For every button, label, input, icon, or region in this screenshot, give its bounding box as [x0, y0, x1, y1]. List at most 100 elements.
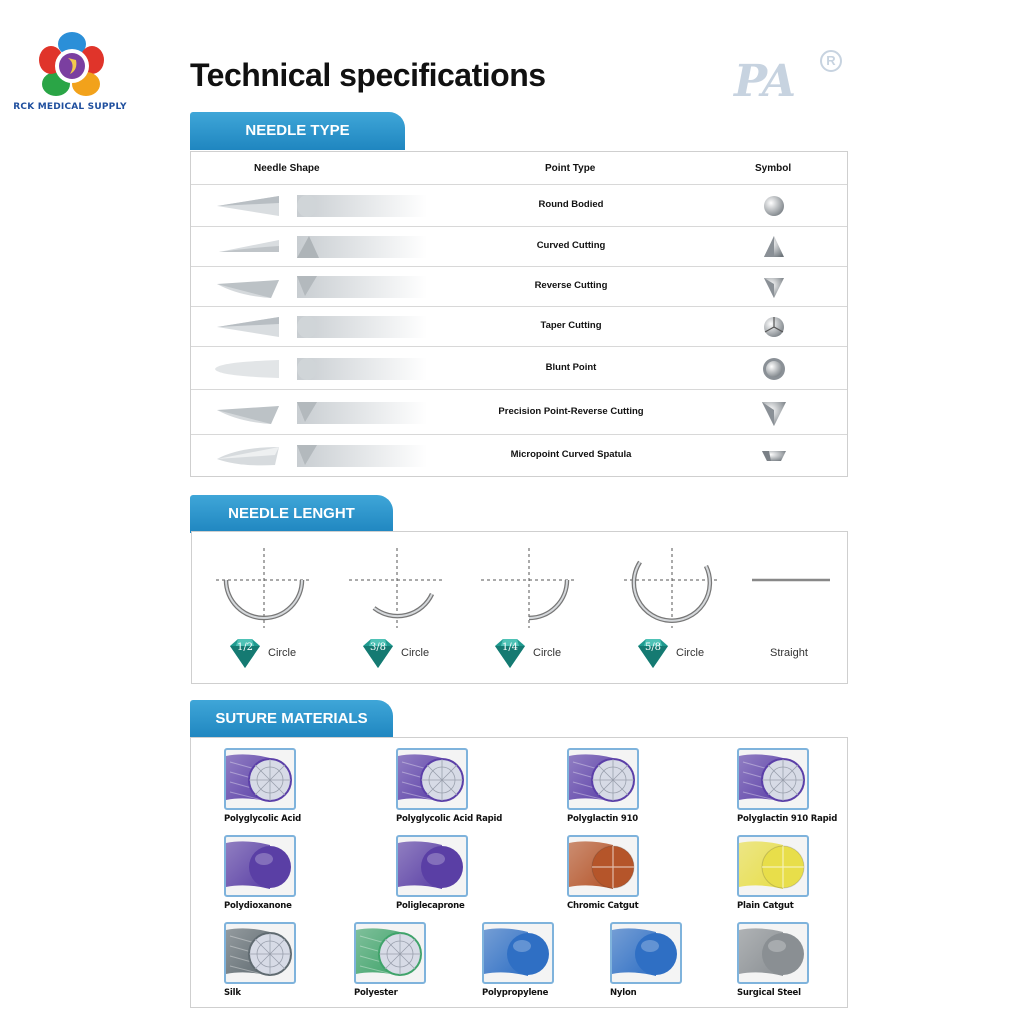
suture-material-item: Nylon	[610, 922, 750, 1002]
suture-material-name: Polydioxanone	[224, 901, 292, 911]
needle-curve-diagram	[349, 548, 443, 628]
table-row: Curved Cutting	[191, 227, 847, 267]
brand-mark: PA	[734, 56, 796, 107]
gem-badge-icon	[495, 639, 525, 668]
suture-thread-image	[354, 922, 426, 984]
suture-material-item: Polyglactin 910	[567, 748, 707, 828]
needle-length-label: Straight	[770, 647, 808, 659]
gem-badge-icon	[230, 639, 260, 668]
suture-material-item: Polyglycolic Acid Rapid	[396, 748, 536, 828]
needle-curve-diagram	[752, 578, 830, 582]
needle-shape-icon	[217, 195, 427, 217]
needle-length-label: Circle	[533, 647, 562, 659]
fraction-label: 3/8	[369, 642, 387, 653]
triangle-up-icon	[764, 236, 784, 257]
point-type-label: Blunt Point	[545, 361, 597, 373]
logo-text: RCK MEDICAL SUPPLY	[13, 102, 127, 112]
header-needle-shape: Needle Shape	[254, 163, 320, 174]
suture-material-item: Chromic Catgut	[567, 835, 707, 915]
suture-material-name: Polyglactin 910 Rapid	[737, 814, 838, 824]
suture-material-name: Polyglactin 910	[567, 814, 639, 824]
spatula-icon	[762, 451, 786, 461]
suture-materials-panel: Polyglycolic Acid Polyglycolic Acid Rapid…	[190, 737, 848, 1008]
fraction-label: 5/8	[644, 642, 662, 653]
triangle-down-large-icon	[762, 401, 786, 426]
table-row: Round Bodied	[191, 185, 847, 227]
needle-length-item: 5/8 Circle	[622, 532, 742, 685]
needle-shape-icon	[217, 316, 427, 338]
table-row: Micropoint Curved Spatula	[191, 435, 847, 477]
suture-material-name: Plain Catgut	[737, 901, 794, 911]
suture-thread-image	[737, 835, 809, 897]
table-row: Reverse Cutting	[191, 267, 847, 307]
needle-type-table: Needle Shape Point Type Symbol Round Bod…	[190, 151, 848, 477]
table-row: Taper Cutting	[191, 307, 847, 347]
suture-material-item: Polyester	[354, 922, 494, 1002]
suture-material-name: Poliglecaprone	[396, 901, 465, 911]
header-point-type: Point Type	[545, 163, 596, 174]
suture-material-item: Polyglycolic Acid	[224, 748, 364, 828]
suture-material-item: Polypropylene	[482, 922, 622, 1002]
point-type-label: Reverse Cutting	[534, 280, 608, 291]
suture-thread-image	[224, 922, 296, 984]
suture-material-name: Chromic Catgut	[567, 901, 639, 911]
suture-material-item: Polydioxanone	[224, 835, 364, 915]
triangle-down-icon	[764, 278, 784, 298]
needle-shape-icon	[217, 401, 427, 424]
needle-type-tab: NEEDLE TYPE	[190, 112, 405, 150]
needle-curve-diagram	[216, 548, 310, 628]
suture-thread-image	[482, 922, 554, 984]
suture-material-item: Poliglecaprone	[396, 835, 536, 915]
suture-thread-image	[737, 922, 809, 984]
suture-material-name: Nylon	[610, 988, 637, 998]
fraction-label: 1/4	[501, 642, 519, 653]
suture-material-name: Polypropylene	[482, 988, 549, 998]
suture-materials-tab: SUTURE MATERIALS	[190, 700, 393, 738]
suture-material-item: Surgical Steel	[737, 922, 877, 1002]
needle-curve-diagram	[624, 548, 718, 628]
circle-icon	[763, 357, 785, 380]
company-logo: RCK MEDICAL SUPPLY	[8, 30, 132, 116]
suture-thread-image	[396, 835, 468, 897]
suture-material-name: Surgical Steel	[737, 988, 801, 998]
logo-flower-icon	[39, 32, 104, 96]
needle-shape-icon	[219, 236, 427, 258]
gem-badge-icon	[363, 639, 393, 668]
table-row: Precision Point-Reverse Cutting	[191, 390, 847, 435]
suture-thread-image	[610, 922, 682, 984]
needle-shape-icon	[217, 445, 427, 467]
point-type-label: Curved Cutting	[536, 240, 606, 251]
suture-thread-image	[737, 748, 809, 810]
header-symbol: Symbol	[755, 163, 792, 174]
needle-length-tab: NEEDLE LENGHT	[190, 495, 393, 533]
registered-mark: R	[820, 50, 842, 72]
needle-length-label: Circle	[401, 647, 430, 659]
point-type-label: Micropoint Curved Spatula	[510, 449, 632, 460]
suture-material-item: Silk	[224, 922, 364, 1002]
suture-thread-image	[567, 835, 639, 897]
suture-material-item: Plain Catgut	[737, 835, 877, 915]
brand-logo: PA R	[734, 50, 846, 110]
needle-length-item: Straight	[752, 532, 872, 685]
needle-length-item: 1/4 Circle	[479, 532, 599, 685]
needle-shape-icon	[215, 357, 427, 380]
suture-thread-image	[224, 748, 296, 810]
suture-thread-image	[224, 835, 296, 897]
suture-material-item: Polyglactin 910 Rapid	[737, 748, 877, 828]
page-title: Technical specifications	[190, 57, 546, 93]
suture-thread-image	[567, 748, 639, 810]
table-row: Blunt Point	[191, 347, 847, 390]
suture-material-name: Polyglycolic Acid	[224, 814, 301, 824]
suture-material-name: Polyglycolic Acid Rapid	[396, 814, 503, 824]
suture-material-name: Polyester	[354, 988, 398, 998]
suture-thread-image	[396, 748, 468, 810]
needle-curve-diagram	[481, 548, 575, 628]
point-type-label: Taper Cutting	[540, 320, 602, 331]
needle-length-label: Circle	[676, 647, 705, 659]
needle-shape-icon	[217, 276, 427, 298]
gem-badge-icon	[638, 639, 668, 668]
suture-material-name: Silk	[224, 988, 241, 998]
needle-length-label: Circle	[268, 647, 297, 659]
